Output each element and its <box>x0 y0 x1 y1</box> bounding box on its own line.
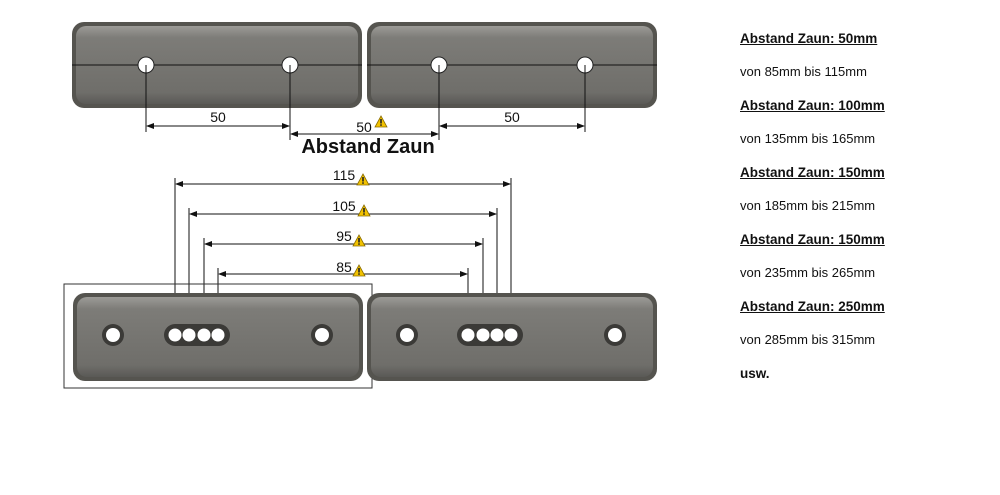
dimension-label-center: 50 <box>356 119 372 135</box>
dimension-label-95: 95 <box>336 228 352 244</box>
legend-range-4: von 235mm bis 265mm <box>740 265 876 280</box>
warning-triangle-icon <box>352 264 366 277</box>
center-label: Abstand Zaun <box>301 136 434 158</box>
warning-triangle-icon <box>356 173 370 186</box>
legend-heading-1: Abstand Zaun: 50mm <box>740 31 878 46</box>
dimension-label-105: 105 <box>332 198 356 214</box>
dimension-label-left: 50 <box>210 109 226 125</box>
distance-legend: Abstand Zaun: 50mm von 85mm bis 115mm Ab… <box>740 30 980 383</box>
legend-heading-3: Abstand Zaun: 150mm <box>740 165 885 180</box>
bottom-dimension-lines <box>175 181 511 277</box>
warning-triangle-icon <box>374 115 388 128</box>
top-left-plate <box>72 22 362 108</box>
bottom-right-plate <box>367 293 657 381</box>
legend-range-1: von 85mm bis 115mm <box>740 64 867 79</box>
legend-range-2: von 135mm bis 165mm <box>740 131 876 146</box>
legend-range-3: von 185mm bis 215mm <box>740 198 876 213</box>
bottom-left-plate <box>73 293 363 381</box>
dimension-label-right: 50 <box>504 109 520 125</box>
legend-range-5: von 285mm bis 315mm <box>740 332 876 347</box>
dimension-label-85: 85 <box>336 259 352 275</box>
legend-heading-5: Abstand Zaun: 250mm <box>740 299 885 314</box>
legend-etc: usw. <box>740 366 770 381</box>
legend-heading-4: Abstand Zaun: 150mm <box>740 232 885 247</box>
warning-triangle-icon <box>352 234 366 247</box>
top-right-plate <box>367 22 657 108</box>
legend-heading-2: Abstand Zaun: 100mm <box>740 98 885 113</box>
dimension-label-115: 115 <box>333 167 356 183</box>
warning-triangle-icon <box>357 204 371 217</box>
top-dimension-lines <box>146 123 585 137</box>
